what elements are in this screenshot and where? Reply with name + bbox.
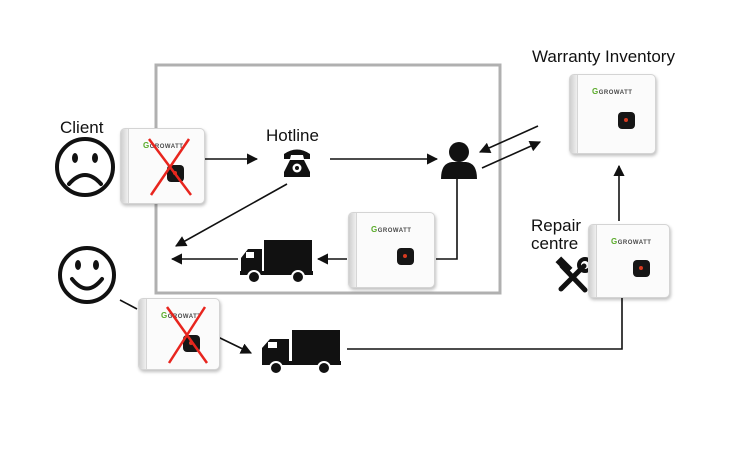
device-brand-label: GGROWATT <box>371 225 412 234</box>
device-brand-label: GGROWATT <box>611 237 652 246</box>
fault-cross-icon <box>165 306 209 364</box>
device-display <box>397 248 414 265</box>
device-display <box>618 112 635 129</box>
arrow-agent-to-inventory <box>481 141 542 169</box>
device-brand-label: GGROWATT <box>592 87 633 96</box>
telephone-icon <box>284 149 310 177</box>
truck-icon <box>240 240 313 284</box>
device-brand-label: GGROWATT <box>143 141 184 150</box>
happy-face-icon <box>58 246 116 304</box>
device-side-panel <box>570 75 578 153</box>
arrow-inventory-to-agent <box>478 125 539 153</box>
device-side-panel <box>349 213 357 287</box>
line-agent-to-device <box>436 178 458 260</box>
truck-icon <box>262 330 341 375</box>
arrow-device-to-truck-bottom <box>217 336 253 354</box>
replacement-inverter-device: GGROWATT <box>348 212 435 288</box>
repair-centre-label-line2: centre <box>531 234 579 253</box>
device-side-panel <box>121 129 129 203</box>
warranty-inventory-label: Warranty Inventory <box>532 47 675 66</box>
line-truck-to-repair <box>347 298 623 350</box>
device-display <box>633 260 650 277</box>
arrow-hotline-to-client <box>175 183 288 247</box>
device-brand-label: GGROWATT <box>161 311 202 320</box>
fault-cross-icon <box>148 138 192 196</box>
hotline-label: Hotline <box>266 126 319 145</box>
line-client-to-device <box>119 299 138 310</box>
repair-centre-label-line1: Repair <box>531 216 582 235</box>
faulty-inverter-device: GGROWATT <box>138 298 220 370</box>
device-side-panel <box>589 225 597 297</box>
warranty-inventory-device: GGROWATT <box>569 74 656 154</box>
agent-silhouette-icon <box>441 142 477 179</box>
faulty-inverter-device: GGROWATT <box>120 128 205 204</box>
repair-centre-device: GGROWATT <box>588 224 670 298</box>
device-side-panel <box>139 299 147 369</box>
sad-face-icon <box>55 137 115 197</box>
client-label: Client <box>60 118 104 137</box>
wrench-hammer-icon <box>555 256 593 293</box>
